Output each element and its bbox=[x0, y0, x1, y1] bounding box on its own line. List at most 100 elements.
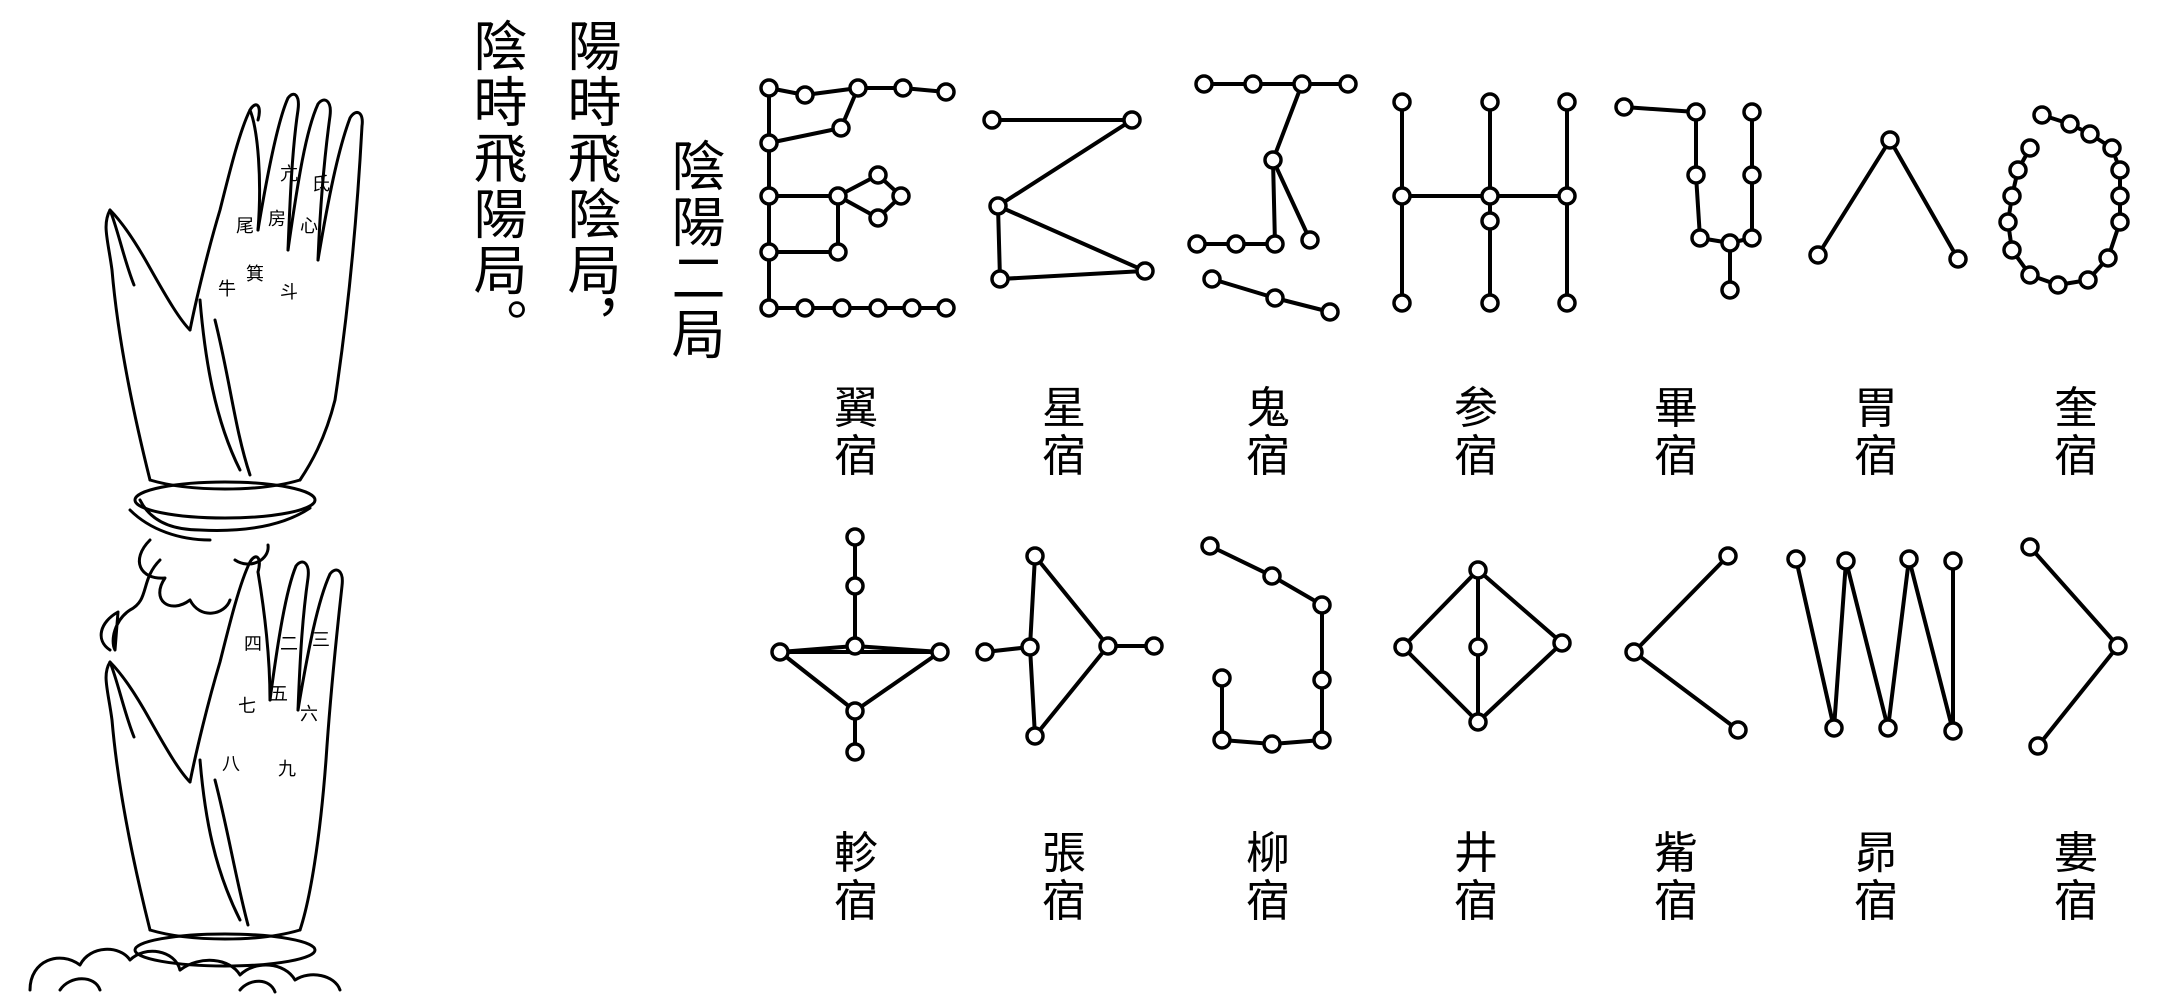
mansion-name: 婁 bbox=[2054, 828, 2098, 879]
constellation-turtle-star bbox=[1624, 642, 1644, 662]
constellation-wing-star bbox=[828, 186, 848, 206]
constellation-chariot-star bbox=[770, 642, 790, 662]
mansion-name: 星 bbox=[1042, 383, 1086, 434]
constellation-legs-star bbox=[2110, 186, 2130, 206]
constellation-ghost-line bbox=[1271, 82, 1304, 162]
constellation-ghost-star bbox=[1320, 302, 1340, 322]
constellation-chariot-star bbox=[845, 701, 865, 721]
constellation-well-star bbox=[1468, 560, 1488, 580]
constellation-legs-star bbox=[2080, 124, 2100, 144]
mansion-suffix: 宿 bbox=[2054, 431, 2098, 482]
constellation-hairy-line bbox=[1844, 559, 1890, 730]
constellation-wing-star bbox=[832, 298, 852, 318]
upper-mark-4: 心 bbox=[300, 216, 318, 237]
constellation-ghost-star bbox=[1226, 234, 1246, 254]
constellation-hairy-line bbox=[1886, 557, 1911, 730]
constellation-chariot-star bbox=[845, 576, 865, 596]
constellation-wing-star bbox=[831, 118, 851, 138]
constellation-chariot-line bbox=[853, 650, 942, 713]
mansion-suffix: 宿 bbox=[1454, 431, 1498, 482]
constellation-net-star bbox=[1742, 165, 1762, 185]
text-column-yin: 陰時飛陽局。 bbox=[464, 18, 527, 354]
upper-mark-2: 氐 bbox=[312, 174, 330, 195]
constellation-wing-line bbox=[767, 126, 843, 145]
constellation-star-star bbox=[1122, 110, 1142, 130]
mansion-name: 張 bbox=[1042, 828, 1086, 879]
lower-mark-7: 八 bbox=[222, 754, 240, 775]
constellation-three-star bbox=[1557, 92, 1577, 112]
constellation-net-star bbox=[1742, 102, 1762, 122]
constellation-net-star bbox=[1742, 228, 1762, 248]
lower-mark-5: 六 bbox=[300, 704, 318, 725]
constellation-extend-star bbox=[1098, 636, 1118, 656]
constellation-stomach-star bbox=[1880, 130, 1900, 150]
mansion-suffix: 宿 bbox=[2054, 876, 2098, 927]
lower-mark-8: 九 bbox=[278, 759, 296, 780]
constellation-turtle-line bbox=[1632, 554, 1730, 654]
constellation-net-star bbox=[1686, 165, 1706, 185]
constellation-net-line bbox=[1694, 173, 1702, 240]
constellation-hairy-star bbox=[1943, 551, 1963, 571]
constellation-stomach-star bbox=[1948, 249, 1968, 269]
constellation-three-star bbox=[1480, 293, 1500, 313]
mansion-label: 翼宿 bbox=[826, 385, 886, 481]
constellation-well-line bbox=[1476, 568, 1564, 645]
constellation-turtle-line bbox=[1632, 650, 1740, 732]
constellation-wing-star bbox=[795, 85, 815, 105]
constellation-chariot-line bbox=[778, 650, 857, 713]
constellation-chariot-star bbox=[845, 742, 865, 762]
constellation-wing-star bbox=[891, 186, 911, 206]
mansion-name: 觜 bbox=[1654, 828, 1698, 879]
constellation-willow-star bbox=[1212, 668, 1232, 688]
constellation-star-line bbox=[996, 118, 1134, 208]
constellation-well-line bbox=[1476, 641, 1564, 724]
mansion-label: 井宿 bbox=[1446, 830, 1506, 926]
mansion-suffix: 宿 bbox=[834, 876, 878, 927]
mansion-name: 鬼 bbox=[1246, 383, 1290, 434]
constellation-bond-star bbox=[2028, 736, 2048, 756]
mansion-suffix: 宿 bbox=[834, 431, 878, 482]
constellation-star-star bbox=[988, 196, 1008, 216]
constellation-willow-star bbox=[1200, 536, 1220, 556]
constellation-net-line bbox=[1622, 105, 1698, 114]
constellation-legs-star bbox=[2002, 240, 2022, 260]
constellation-ghost-star bbox=[1243, 74, 1263, 94]
constellation-three-star bbox=[1557, 186, 1577, 206]
mansion-label: 婁宿 bbox=[2046, 830, 2106, 926]
mansion-suffix: 宿 bbox=[1854, 876, 1898, 927]
mansion-suffix: 宿 bbox=[1246, 431, 1290, 482]
constellation-star-line bbox=[996, 204, 1147, 273]
constellation-legs-star bbox=[2078, 270, 2098, 290]
mansion-label: 張宿 bbox=[1034, 830, 1094, 926]
constellation-hairy-star bbox=[1836, 551, 1856, 571]
constellation-ghost-star bbox=[1338, 74, 1358, 94]
constellation-wing-star bbox=[759, 242, 779, 262]
constellation-well-line bbox=[1401, 568, 1480, 649]
hands-illustration: 亢 氐 房 心 尾 箕 斗 牛 二 三 四 五 六 七 八 九 bbox=[28, 92, 364, 994]
constellation-extend-line bbox=[1033, 644, 1110, 738]
constellation-legs-star bbox=[2098, 248, 2118, 268]
constellation-extend-line bbox=[1033, 554, 1110, 648]
constellation-ghost-star bbox=[1194, 74, 1214, 94]
constellation-extend-star bbox=[1025, 726, 1045, 746]
text-column-yang: 陽時飛陰局， bbox=[558, 18, 621, 354]
constellation-well-star bbox=[1393, 637, 1413, 657]
mansion-name: 軫 bbox=[834, 828, 878, 879]
mansion-name: 胃 bbox=[1854, 383, 1898, 434]
constellation-legs-star bbox=[2110, 160, 2130, 180]
constellation-hairy-star bbox=[1899, 549, 1919, 569]
upper-mark-8: 牛 bbox=[218, 279, 236, 300]
constellation-legs-star bbox=[2002, 186, 2022, 206]
constellation-net-star bbox=[1614, 97, 1634, 117]
constellation-bond-star bbox=[2108, 636, 2128, 656]
constellation-turtle-star bbox=[1728, 720, 1748, 740]
constellation-ghost-star bbox=[1265, 234, 1285, 254]
mansion-name: 奎 bbox=[2054, 383, 2098, 434]
constellation-extend-line bbox=[1028, 645, 1037, 738]
constellation-ghost-line bbox=[1210, 277, 1277, 300]
constellation-wing-star bbox=[868, 208, 888, 228]
constellation-three-star bbox=[1557, 293, 1577, 313]
constellation-well-line bbox=[1401, 645, 1480, 724]
mansion-label: 昴宿 bbox=[1846, 830, 1906, 926]
mansion-label: 觜宿 bbox=[1646, 830, 1706, 926]
